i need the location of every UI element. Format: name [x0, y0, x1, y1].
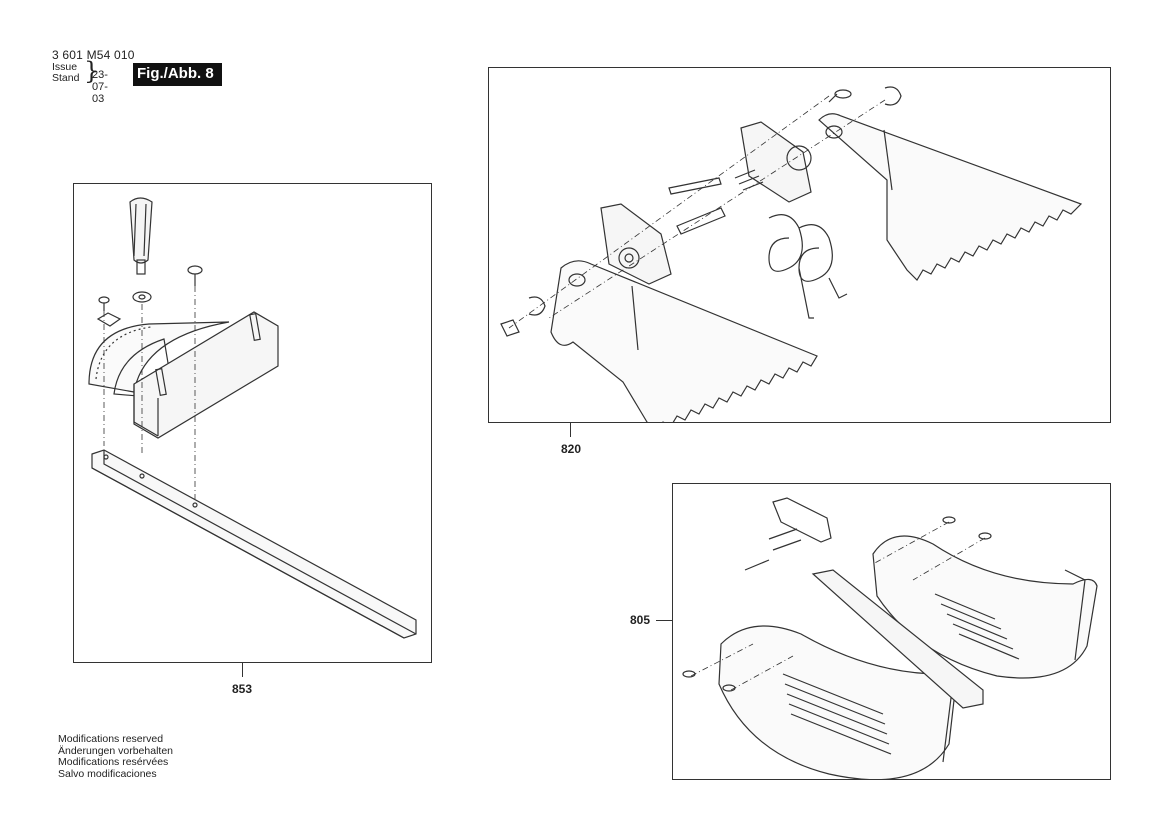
riving-knife-drawing [500, 86, 1083, 422]
issue-date: 23-07-03 [92, 69, 108, 105]
callout-853: 853 [232, 682, 253, 696]
miter-gauge-panel [73, 183, 432, 663]
blade-guard-drawing [682, 497, 1098, 779]
issue-labels: Issue Stand [52, 62, 79, 84]
callout-853-leader [242, 663, 243, 677]
callout-820-leader [570, 423, 571, 437]
stand-label: Stand [52, 72, 80, 84]
riving-knife-panel [488, 67, 1111, 423]
figure-label: Fig./Abb. 8 [133, 63, 222, 86]
callout-820: 820 [561, 442, 582, 456]
modification-notes: Modifications reserved Änderungen vorbeh… [58, 733, 174, 780]
issue-label: Issue [52, 61, 78, 73]
brace: } [84, 57, 100, 85]
note-de: Änderungen vorbehalten [58, 744, 174, 757]
note-es: Salvo modificaciones [58, 767, 157, 780]
callout-805-leader [656, 620, 672, 621]
part-number: 3 601 M54 010 [52, 48, 135, 62]
note-fr: Modifications resérvées [58, 756, 169, 768]
blade-guard-panel [672, 483, 1111, 780]
note-en: Modifications reserved [58, 733, 164, 745]
miter-gauge-drawing [88, 197, 417, 639]
callout-805: 805 [630, 613, 651, 627]
